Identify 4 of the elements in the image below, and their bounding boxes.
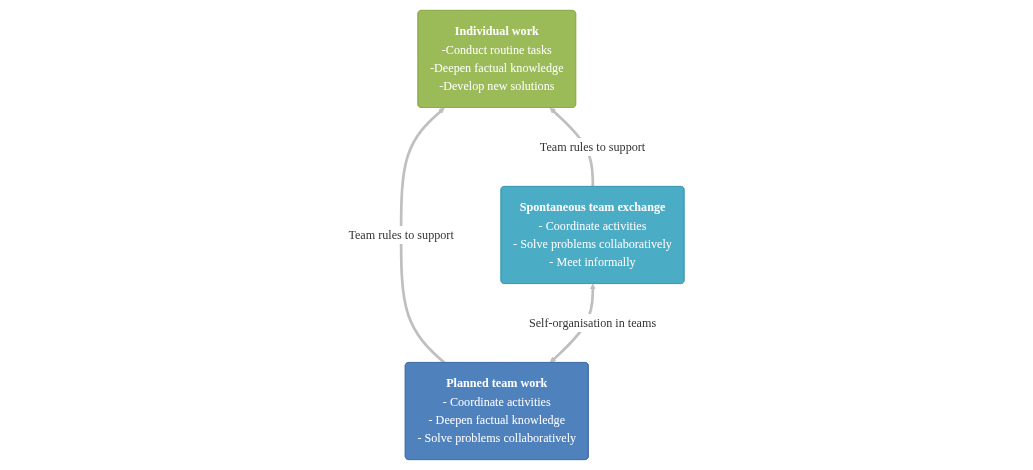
edge-label: Team rules to support [348, 227, 455, 242]
arrow [400, 107, 446, 364]
edge-label: Self-organisation in teams [529, 315, 657, 330]
edge-label: Team rules to support [540, 139, 646, 154]
